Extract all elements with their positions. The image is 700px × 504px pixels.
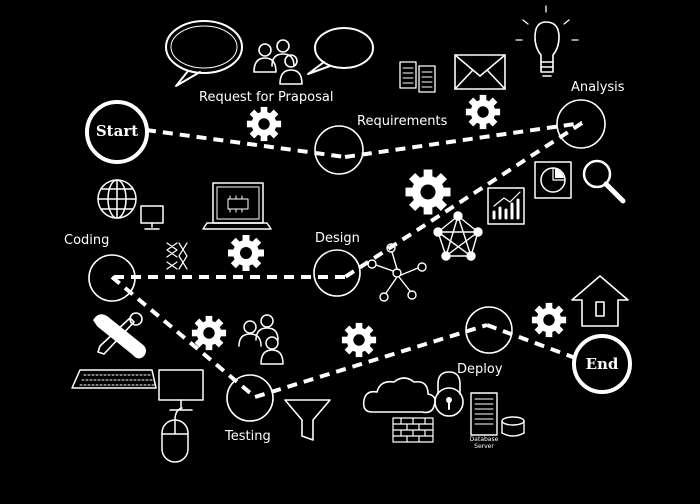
pie-chart-icon [535,162,571,198]
path-requirements-analysis [345,123,582,157]
gear-icon [245,105,283,143]
process-path [112,123,594,397]
envelope-icon [455,55,505,89]
padlock-icon [435,372,463,416]
stage-label-deploy: Deploy [457,362,503,377]
end-node [574,336,630,392]
analysis-node [557,100,605,148]
stage-label-analysis: Analysis [571,80,625,95]
document-icon [400,62,435,92]
mouse-icon [162,408,188,462]
path-coding-testing [112,277,255,397]
stage-label-testing: Testing [225,429,271,444]
end-label: End [585,355,619,373]
network-icon [368,244,426,301]
server-label: Database Server [462,436,506,450]
coding-node [89,255,135,301]
gear-icon [190,314,228,352]
magnifier-icon [584,161,623,201]
start-label: Start [95,122,139,140]
monitor-icon [159,370,203,410]
house-icon [572,276,628,326]
database-icon [502,417,524,436]
requirements-node [315,126,363,174]
design-node [314,250,360,296]
cloud-icon [364,378,435,412]
stage-label-request: Request for Praposal [199,90,334,105]
tools-icon [94,313,145,358]
people-icon [239,315,283,364]
gear-icon [404,168,452,216]
laptop-icon [203,183,271,229]
path-analysis-design [345,123,582,277]
firewall-icon [393,418,433,442]
gear-icon [340,321,378,359]
network-icon [434,212,482,260]
testing-node [227,375,273,421]
speech-bubble-icon [308,28,373,74]
start-node [87,102,147,162]
globe-icon [98,180,136,218]
server-icon [471,393,497,435]
binary-icon [167,243,187,269]
people-icon [254,40,302,84]
keyboard-icon [72,370,156,388]
path-testing-deploy [255,325,487,397]
deploy-node [466,307,512,353]
funnel-icon [285,400,330,440]
monitor-icon [141,206,163,229]
gear-icon [464,93,502,131]
chart-icon [488,188,524,224]
stage-label-coding: Coding [64,233,110,248]
server-label-line2: Server [474,443,494,450]
stage-label-design: Design [315,231,360,246]
stage-nodes [87,100,630,421]
gear-icon [530,301,568,339]
lightbulb-icon [516,6,578,76]
stage-label-requirements: Requirements [357,114,448,129]
path-deploy-end [487,325,594,365]
server-label-line1: Database [469,436,499,443]
gear-icon [227,234,265,272]
speech-bubble-icon [166,21,242,86]
